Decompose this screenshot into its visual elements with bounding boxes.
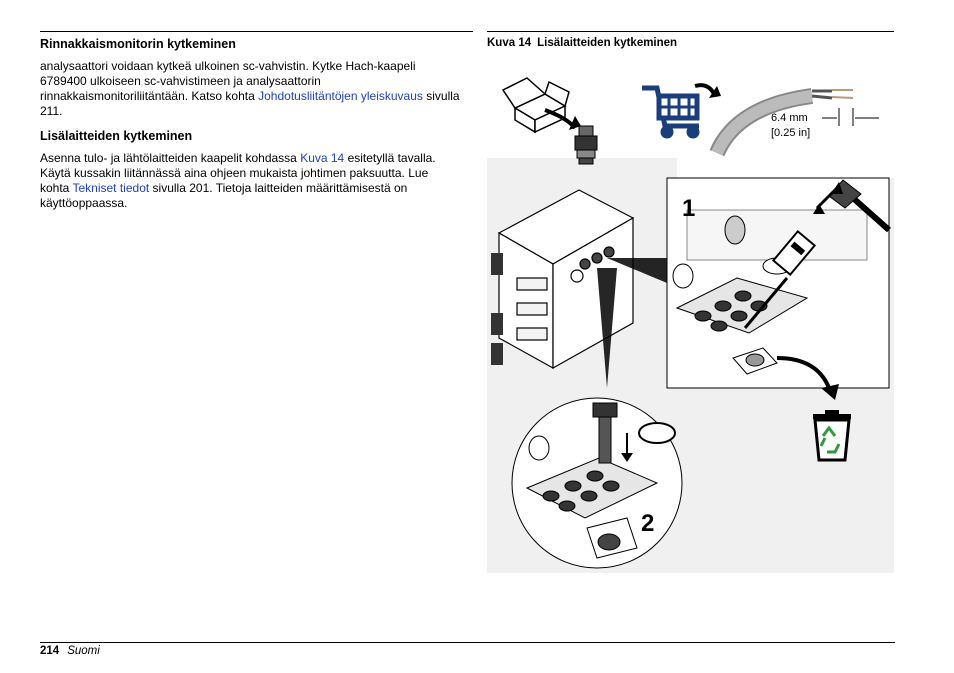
paragraph-accessories: Asenna tulo- ja lähtölaitteiden kaapelit… [40,151,460,211]
paragraph-text: analysaattori voidaan kytkeä ulkoinen sc… [40,59,416,103]
detail-box-step-1 [666,177,890,389]
footer-rule [40,642,895,643]
paragraph-text: Asenna tulo- ja lähtölaitteiden kaapelit… [40,151,301,165]
shopping-cart-icon [642,85,700,139]
dimension-in: [0.25 in] [771,127,810,139]
step-2-label: 2 [641,510,654,537]
step-1-label: 1 [682,195,695,222]
figure-illustration: 6.4 mm [0.25 in] 1 [487,58,894,573]
figure-number: Kuva 14 [487,37,532,49]
page-number: 214 [40,645,60,657]
footer-language: Suomi [67,645,100,657]
double-arrow-icon [813,182,843,214]
paragraph-text: sivulla 211. [40,89,460,118]
open-box-icon [501,77,570,134]
figure-caption: Kuva 14 Lisälaitteiden kytkeminen [487,37,677,49]
top-rule-left [40,31,473,32]
paragraph-text: esitetyllä tavalla. Käytä kussakin liitä… [40,151,436,195]
dimension-mm: 6.4 mm [771,112,808,124]
recycle-bin-icon [813,410,851,462]
link-technical-data[interactable]: Tekniset tiedot [72,181,150,195]
cable-gland-icon [574,125,598,165]
cable-icon [709,88,879,157]
section-heading-accessories: Lisälaitteiden kytkeminen [40,129,193,143]
controller-enclosure [497,189,635,370]
link-wiring-overview[interactable]: Johdotusliitäntöjen yleiskuvaus [258,89,423,103]
screwdriver-icon [743,229,817,329]
figure-title: Lisälaitteiden kytkeminen [537,37,678,49]
paragraph-text: sivulla 201. Tietoja laitteiden määrittä… [40,181,408,210]
detail-circle-step-2 [511,397,683,569]
link-figure-14[interactable]: Kuva 14 [300,151,345,165]
page-footer: 214 Suomi [40,645,100,657]
paragraph-parallel-monitor: analysaattori voidaan kytkeä ulkoinen sc… [40,59,460,119]
top-rule-right [487,31,894,32]
section-heading-parallel-monitor: Rinnakkaismonitorin kytkeminen [40,37,236,51]
body-text-column: Rinnakkaismonitorin kytkeminen analysaat… [40,33,460,221]
